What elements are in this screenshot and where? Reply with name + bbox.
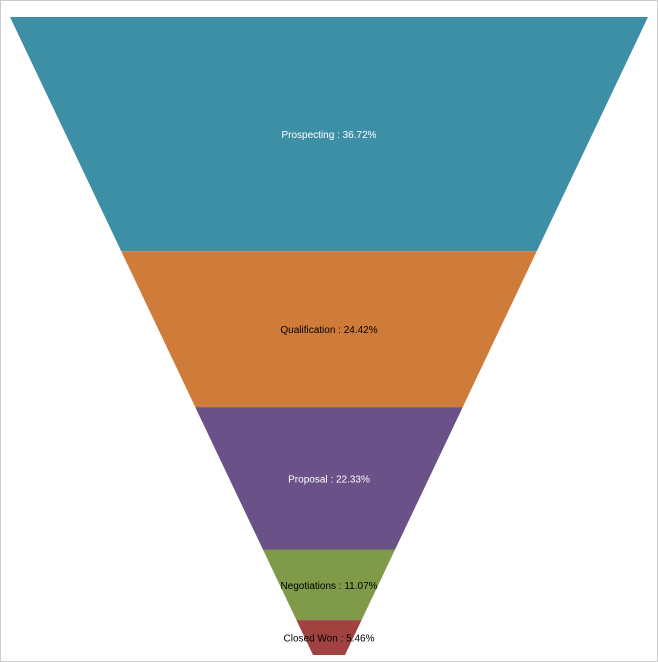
funnel-label: Prospecting : 36.72% (281, 130, 376, 141)
funnel-label: Negotiations : 11.07% (280, 581, 377, 592)
funnel-label: Qualification : 24.42% (280, 325, 377, 336)
funnel-segment-proposal (195, 407, 463, 550)
funnel-segment-prospecting (10, 17, 648, 252)
funnel-label: Proposal : 22.33% (288, 474, 370, 485)
funnel-label: Closed Won : 5.46% (284, 634, 375, 645)
funnel-segment-qualification (121, 251, 537, 408)
funnel-segment-closed-won (296, 620, 362, 655)
funnel-segment-negotiations (262, 549, 396, 621)
